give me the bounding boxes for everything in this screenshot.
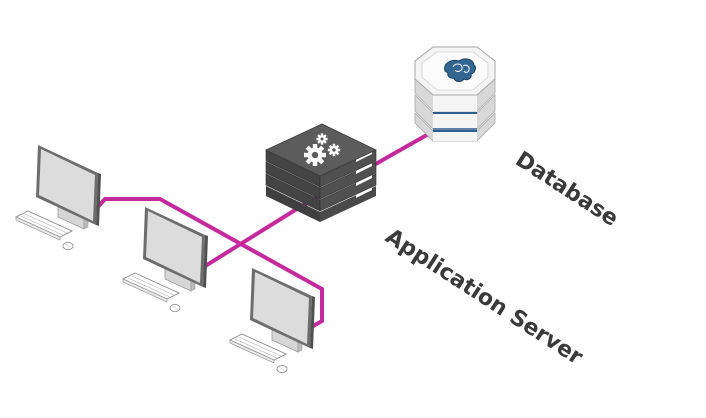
client-workstation[interactable] bbox=[15, 144, 102, 251]
database-tier bbox=[414, 112, 496, 142]
application-server-node[interactable] bbox=[265, 123, 377, 222]
database-node[interactable] bbox=[414, 46, 496, 142]
client-workstation[interactable] bbox=[122, 206, 209, 313]
server-tier bbox=[266, 186, 376, 222]
database-label: Database bbox=[511, 147, 623, 232]
application-server-label: Application Server bbox=[381, 224, 587, 370]
client-workstation[interactable] bbox=[229, 267, 316, 374]
server-tier bbox=[265, 173, 377, 212]
database-tier bbox=[414, 94, 496, 130]
desktop-computer-icon bbox=[229, 267, 316, 374]
postgresql-elephant-icon bbox=[444, 58, 476, 82]
link-client2-server bbox=[200, 205, 302, 270]
gears-icon bbox=[304, 133, 341, 166]
desktop-computer-icon bbox=[15, 144, 102, 251]
server-tier bbox=[265, 161, 377, 200]
desktop-computer-icon bbox=[122, 206, 209, 313]
